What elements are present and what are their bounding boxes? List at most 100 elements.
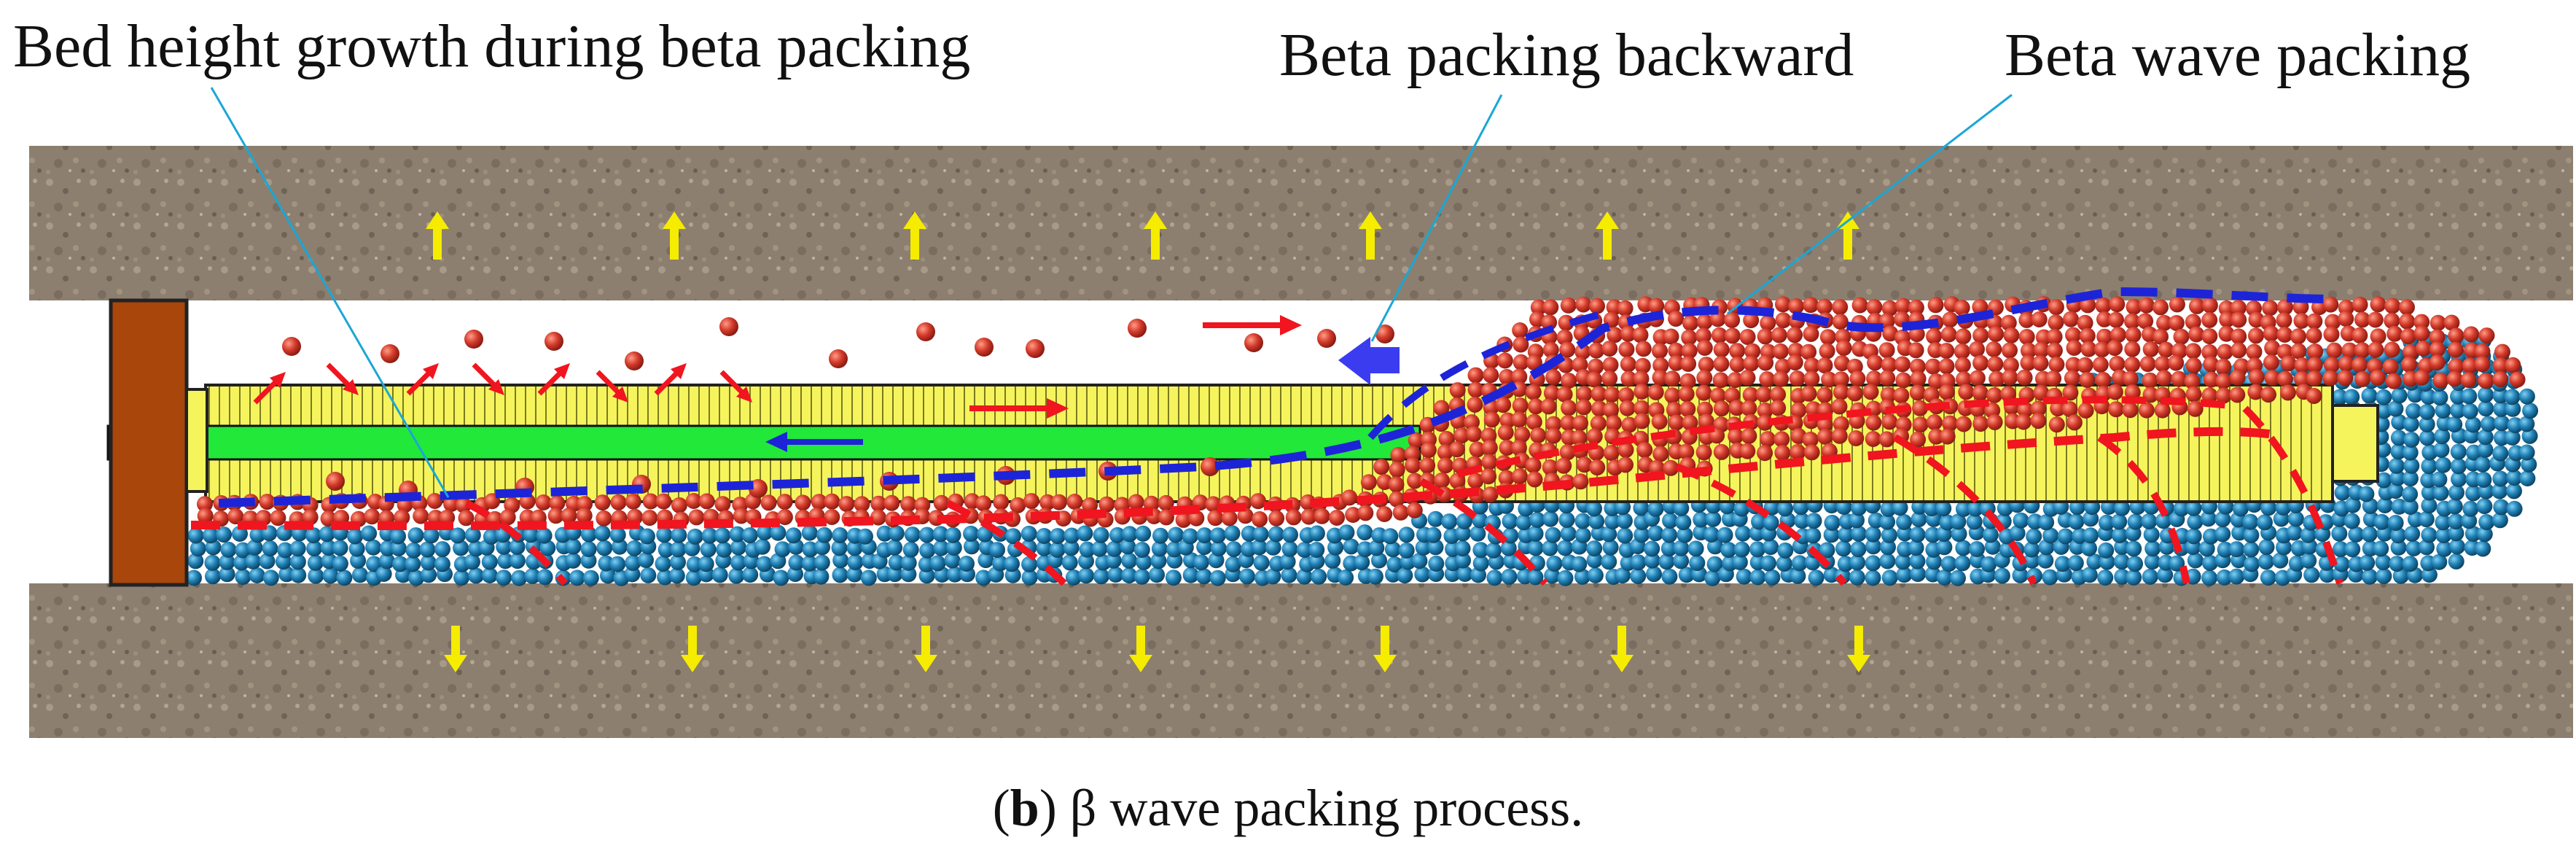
blue-particle bbox=[2037, 552, 2054, 569]
blue-particle bbox=[2450, 388, 2467, 405]
red-particle bbox=[1681, 343, 1698, 360]
blue-particle bbox=[1265, 568, 1281, 585]
blue-particle bbox=[2391, 387, 2408, 404]
red-particle bbox=[2156, 314, 2173, 331]
blue-particle bbox=[1574, 527, 1591, 544]
red-particle bbox=[2065, 357, 2082, 373]
red-particle bbox=[2338, 311, 2354, 327]
label-beta-wave-packing: Beta wave packing bbox=[2005, 21, 2471, 89]
red-particle bbox=[1603, 402, 1619, 419]
blue-particle bbox=[1879, 513, 1896, 530]
blue-particle bbox=[2493, 400, 2510, 417]
red-particle bbox=[1467, 396, 1483, 413]
red-particle bbox=[380, 344, 399, 363]
blue-particle bbox=[624, 566, 641, 583]
red-particle bbox=[1406, 502, 1423, 518]
red-particle bbox=[2155, 370, 2172, 386]
blue-particle bbox=[2216, 569, 2233, 586]
red-particle bbox=[2032, 355, 2049, 371]
blue-particle bbox=[2421, 497, 2438, 514]
red-particle bbox=[1175, 511, 1192, 528]
red-particle bbox=[883, 494, 900, 511]
blue-particle bbox=[1354, 554, 1370, 571]
red-particle bbox=[2137, 313, 2154, 330]
blue-particle bbox=[1065, 569, 1082, 586]
red-particle bbox=[2509, 371, 2526, 388]
blue-particle bbox=[2081, 540, 2097, 556]
red-particle bbox=[1739, 329, 1756, 346]
red-particle bbox=[1540, 398, 1557, 415]
blue-particle bbox=[1224, 525, 1241, 542]
red-particle bbox=[1619, 400, 1636, 416]
blue-particle bbox=[2388, 457, 2405, 474]
blue-particle bbox=[319, 526, 335, 543]
blue-particle bbox=[1133, 542, 1150, 558]
red-particle bbox=[2125, 327, 2142, 343]
blue-particle bbox=[2403, 416, 2419, 432]
red-particle bbox=[2415, 341, 2432, 357]
red-particle bbox=[2173, 328, 2190, 345]
blue-particle bbox=[638, 552, 654, 568]
fluid-flow-arrows bbox=[253, 362, 752, 405]
red-particle bbox=[2002, 357, 2019, 373]
red-particle bbox=[2215, 387, 2232, 404]
red-particle bbox=[1668, 311, 1685, 327]
red-particle bbox=[1866, 370, 1883, 387]
blue-particle bbox=[1881, 570, 1898, 586]
blue-particle bbox=[1454, 540, 1471, 557]
red-particle bbox=[1709, 387, 1726, 404]
red-particle bbox=[1894, 298, 1911, 314]
blue-particle bbox=[2431, 471, 2448, 488]
blue-particle bbox=[2260, 500, 2277, 516]
blue-particle bbox=[1936, 569, 1953, 586]
red-particle bbox=[2061, 401, 2078, 418]
blue-particle bbox=[2228, 568, 2245, 585]
blue-particle bbox=[1078, 567, 1095, 584]
blue-particle bbox=[2054, 556, 2071, 572]
blue-particle bbox=[233, 554, 250, 571]
blue-particle bbox=[2319, 567, 2335, 583]
blue-particle bbox=[1414, 566, 1431, 583]
red-particle bbox=[854, 496, 870, 513]
blue-particle bbox=[1994, 567, 2010, 584]
blue-particle bbox=[1121, 526, 1138, 543]
blue-particle bbox=[729, 526, 746, 543]
blue-particle bbox=[2419, 430, 2435, 446]
red-particle bbox=[1188, 510, 1205, 526]
blue-particle bbox=[945, 526, 961, 543]
red-particle bbox=[2124, 357, 2141, 373]
blue-particle bbox=[902, 541, 919, 558]
red-particle bbox=[1925, 358, 1941, 375]
red-particle bbox=[1252, 511, 1268, 527]
blue-particle bbox=[671, 526, 687, 543]
red-particle bbox=[2108, 401, 2125, 418]
red-particle bbox=[1437, 457, 1453, 474]
red-particle bbox=[1128, 494, 1144, 510]
blue-particle bbox=[2475, 456, 2491, 473]
blue-particle bbox=[2446, 498, 2463, 515]
blue-particle bbox=[1908, 540, 1924, 556]
blue-particle bbox=[1151, 540, 1168, 557]
blue-particle bbox=[1749, 541, 1766, 558]
red-particle bbox=[2354, 370, 2371, 387]
red-particle bbox=[2478, 373, 2494, 389]
red-particle bbox=[2446, 370, 2463, 387]
blue-particle bbox=[1982, 526, 1999, 543]
red-particle bbox=[1742, 386, 1759, 403]
red-particle bbox=[2171, 343, 2187, 360]
blue-particle bbox=[1586, 552, 1603, 569]
red-particle bbox=[1481, 454, 1498, 470]
blue-particle bbox=[289, 540, 306, 557]
red-particle bbox=[2002, 369, 2018, 386]
blue-particle bbox=[235, 569, 251, 586]
blue-particle bbox=[2300, 552, 2317, 569]
red-particle bbox=[975, 338, 994, 357]
blue-particle bbox=[1182, 567, 1199, 583]
blue-particle bbox=[1634, 526, 1650, 543]
blue-particle bbox=[1969, 541, 1985, 557]
blue-particle bbox=[2435, 527, 2452, 543]
blue-particle bbox=[1677, 526, 1693, 543]
blue-particle bbox=[249, 567, 265, 583]
blue-particle bbox=[1036, 540, 1053, 556]
red-particle bbox=[1237, 508, 1254, 524]
